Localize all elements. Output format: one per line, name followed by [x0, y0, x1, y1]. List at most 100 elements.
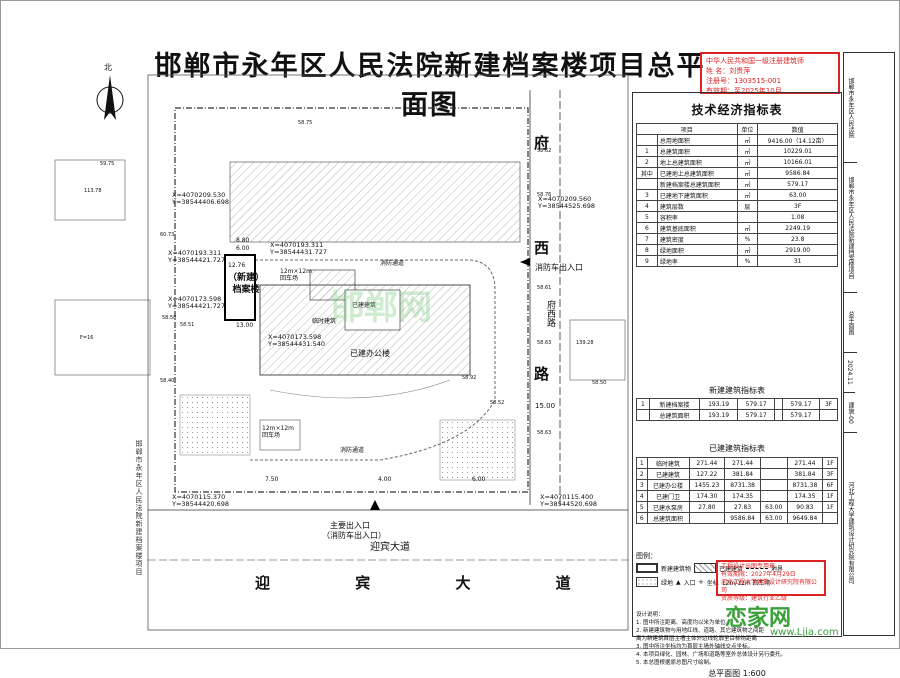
- existing-building-label: 已建建筑: [352, 302, 377, 309]
- right-num: 139.28: [576, 340, 594, 346]
- elevation: 58.62: [537, 148, 552, 154]
- elevation: 58.92: [462, 375, 477, 381]
- note-line: 5. 本总图根据原总图尺寸绘制。: [636, 660, 715, 666]
- stamp-line: 工程设计出图专用章: [721, 563, 776, 570]
- neighbor-block: [569, 319, 626, 381]
- existing-building-swatch: [694, 563, 717, 573]
- turning-label-north: 12m×12m 回车场: [280, 268, 312, 282]
- coord-ne: X=4070209.560 Y=38544525.698: [538, 195, 595, 210]
- left-vertical-text: 邯郸市永年区人民法院新建档案楼项目: [135, 440, 143, 576]
- title-block-cell: 河北工程大学建筑设计研究院有限公司: [847, 482, 854, 584]
- title-block: 邯郸市永年区人民法院 邯郸市永年区人民法院新建档案楼项目 总平面图 2024.1…: [843, 52, 895, 636]
- dim-12-76: 12.76: [228, 262, 246, 269]
- note-line: 1. 图中所注距离、高度均以米为单位。: [636, 620, 731, 626]
- legend-item: 地界: [771, 565, 784, 573]
- left-num: 58.58: [162, 315, 177, 321]
- dim-8-80: 8.80: [236, 237, 250, 244]
- coord-icon: ✛: [698, 578, 704, 586]
- plaza-arc: [269, 379, 451, 399]
- coord-archive-ne: X=4070193.311 Y=38544431.727: [270, 241, 327, 256]
- architect-stamp: 中华人民共和国一级注册建筑师 姓 名：刘贵萍 注册号：1303515-001 有…: [700, 52, 840, 95]
- main-entry-arrow-icon: [370, 500, 380, 510]
- coord-se: X=4070115.400 Y=38544520.698: [540, 493, 597, 508]
- road-south-small: 迎宾大道: [370, 542, 410, 553]
- coord-archive-sw: X=4070173.598 Y=38544421.727: [168, 295, 225, 310]
- dim-4: 4.00: [378, 476, 392, 483]
- existing-table-title: 已建建筑指标表: [709, 444, 765, 453]
- table-header: 项目: [636, 123, 738, 135]
- elevation: 58.61: [537, 285, 552, 291]
- dim-15: 15.00: [535, 402, 556, 410]
- neighbor-block: [54, 299, 151, 376]
- coord-nw: X=4070209.530 Y=38544406.698: [172, 191, 229, 206]
- green-area: [439, 419, 516, 481]
- elevation: 58.63: [537, 340, 552, 346]
- legend-item: 12m/12m 回车场: [721, 579, 771, 587]
- brand-logo: 恋家网: [725, 606, 792, 631]
- legend-item: 坐标: [706, 579, 719, 587]
- right-num: 58.50: [592, 380, 607, 386]
- table-header: 数值: [757, 123, 838, 135]
- road-east-char-1: 府: [534, 134, 550, 152]
- main-entry-sub-label: （消防车出入口）: [322, 531, 386, 540]
- east-fire-entry-label: 消防车出入口: [535, 263, 583, 272]
- turning-label: 12m×12m 回车场: [262, 425, 294, 439]
- road-east-char-3: 路: [534, 365, 550, 383]
- elevation: 58.63: [537, 430, 552, 436]
- design-seal: 工程设计出图专用章 有效期限：2027年4月29日 河北工程大学建筑设计研究院有…: [716, 560, 826, 602]
- legend-title: 图例：: [636, 552, 657, 560]
- road-east-small: 府西路: [545, 300, 555, 327]
- fire-road: [225, 259, 496, 461]
- stamp-line: 中华人民共和国一级注册建筑师: [706, 57, 804, 65]
- dim-13: 13.00: [236, 322, 254, 329]
- fire-road-label: 消防通道: [380, 260, 405, 267]
- elevation: 58.76: [537, 192, 552, 198]
- temp-building-label: 临时建筑: [312, 318, 337, 325]
- legend-item: 入口: [683, 579, 696, 587]
- stamp-line: 注册号：1303515-001: [706, 77, 782, 85]
- elevation: 58.52: [490, 400, 505, 406]
- stamp-line: 资质等级：建筑行业乙级: [721, 595, 788, 602]
- new-archive-building: [224, 254, 256, 321]
- legend-item: 新建建筑物: [661, 565, 692, 573]
- title-block-cell: 邯郸市永年区人民法院: [844, 53, 857, 163]
- notes-title: 设计说明：: [636, 612, 664, 618]
- title-block-cell: 2024.11: [844, 353, 855, 393]
- elevation: 58.75: [298, 120, 313, 126]
- elevation: 58.51: [180, 322, 195, 328]
- elevation: 58.40: [160, 378, 175, 384]
- coord-archive-nw: X=4070193.311 Y=38544421.727: [168, 249, 225, 264]
- brand-url: www.Ljia.com: [770, 627, 839, 638]
- note-line: 4. 本项目绿化、园林、广场和道路等室外总体设计另行委托。: [636, 652, 786, 658]
- scale-title: 总平面图 1:600: [708, 669, 766, 678]
- turning-area: [259, 419, 301, 451]
- plan-border: [147, 74, 629, 631]
- existing-office-label: 已建办公楼: [350, 349, 390, 358]
- watermark: 邯郸网: [330, 288, 432, 328]
- site-boundary: [174, 107, 529, 493]
- new-archive-label: （新建） 档案楼: [228, 273, 265, 295]
- stamp-line: 河北工程大学建筑设计研究院有限公司: [721, 579, 818, 594]
- dim-6-b: 6.00: [472, 476, 486, 483]
- stamp-line: 有效期：至2025年10月: [706, 87, 782, 95]
